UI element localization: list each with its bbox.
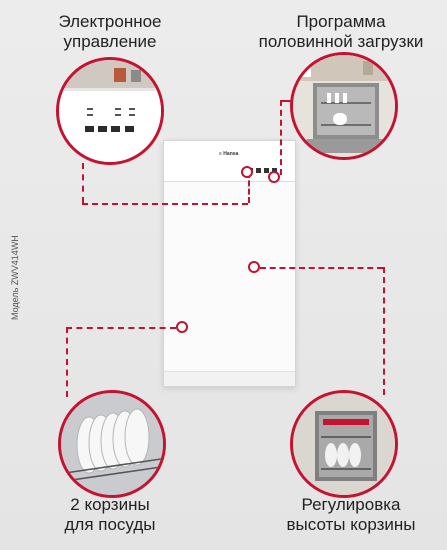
caption-line: 2 корзины <box>70 495 150 514</box>
caption-line: управление <box>63 32 157 51</box>
model-label: Модель ZWV414WH <box>10 235 20 320</box>
half-load-illustration <box>293 55 395 157</box>
caption-half-load: Программа половинной загрузки <box>235 12 447 52</box>
marker-dot-basket-height <box>248 261 260 273</box>
connector-line <box>66 327 176 329</box>
connector-line <box>383 267 385 395</box>
connector-line <box>82 163 84 203</box>
connector-line <box>66 327 68 397</box>
plates-illustration <box>61 393 163 495</box>
caption-line: половинной загрузки <box>258 32 424 51</box>
control-panel-illustration <box>59 60 161 162</box>
control-panel-closeup <box>56 57 164 165</box>
dishwasher: ≡ Hansa <box>163 140 296 387</box>
half-load-closeup <box>290 52 398 160</box>
connector-line <box>280 100 282 175</box>
two-baskets-closeup <box>58 390 166 498</box>
marker-dot-baskets <box>176 321 188 333</box>
marker-dot-half-load <box>268 171 280 183</box>
kick-plate <box>164 371 295 386</box>
caption-two-baskets: 2 корзины для посуды <box>30 495 190 535</box>
panel-button[interactable] <box>272 168 277 173</box>
panel-button[interactable] <box>264 168 269 173</box>
caption-line: для посуды <box>64 515 156 534</box>
connector-line <box>260 267 383 269</box>
basket-height-illustration <box>293 393 395 495</box>
caption-line: Регулировка <box>301 495 401 514</box>
basket-height-closeup <box>290 390 398 498</box>
panel-button[interactable] <box>256 168 261 173</box>
marker-dot-panel <box>241 166 253 178</box>
brand-logo: ≡ Hansa <box>219 151 239 157</box>
caption-line: Программа <box>296 12 386 31</box>
connector-line <box>248 172 250 203</box>
caption-line: Электронное <box>58 12 162 31</box>
caption-electronic-control: Электронное управление <box>30 12 190 52</box>
connector-line <box>280 100 292 102</box>
caption-basket-height: Регулировка высоты корзины <box>255 495 447 535</box>
connector-line <box>82 203 248 205</box>
caption-line: высоты корзины <box>286 515 416 534</box>
